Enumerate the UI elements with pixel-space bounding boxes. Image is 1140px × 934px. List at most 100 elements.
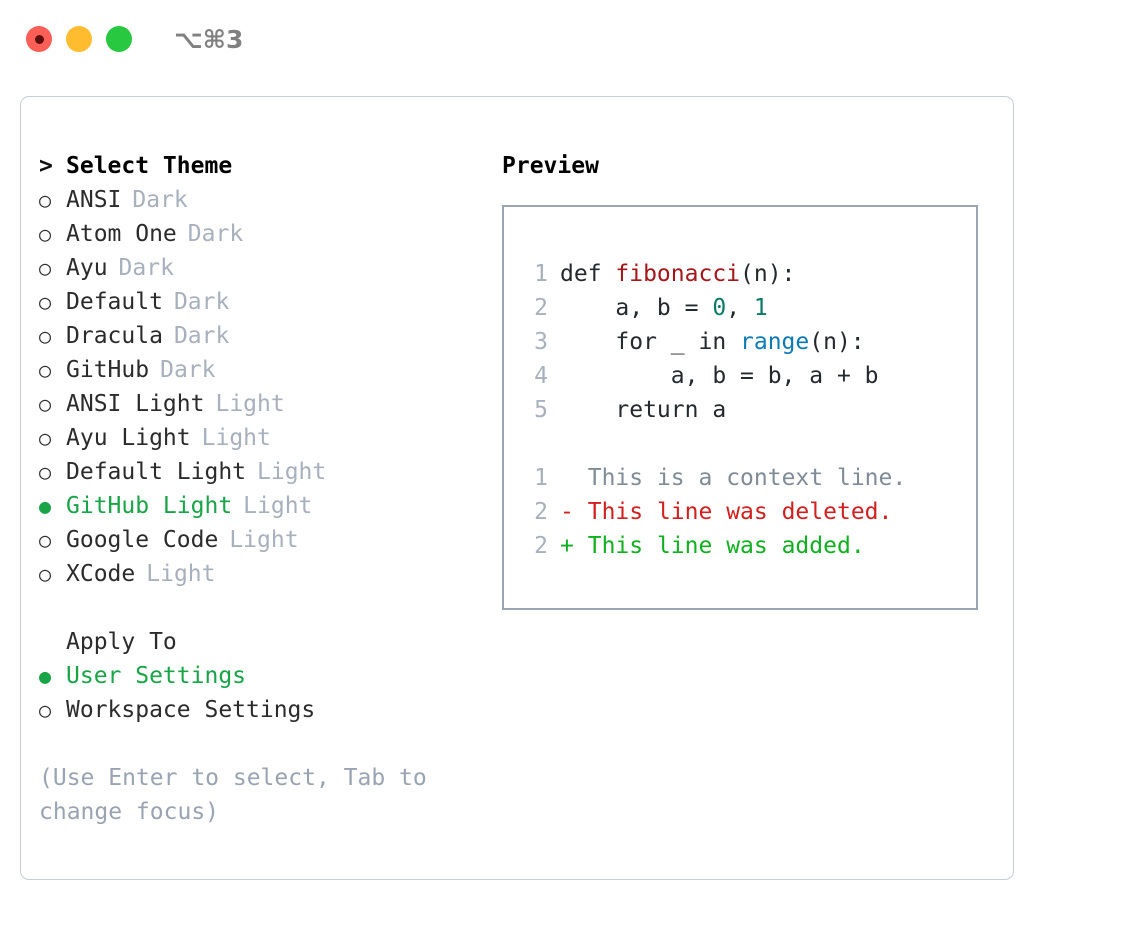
- radio-unselected-icon[interactable]: ○: [39, 392, 52, 416]
- theme-option-label: GitHub Light: [66, 493, 233, 519]
- code-line: 3 for _ in range(n):: [520, 325, 906, 359]
- theme-option-ansi-dark[interactable]: ○ ANSI Dark: [39, 183, 489, 217]
- diff-sign: -: [560, 499, 574, 525]
- theme-option-kind: Dark: [173, 289, 230, 315]
- line-number: 3: [534, 329, 548, 355]
- code-token-function: fibonacci: [615, 261, 741, 287]
- apply-to-header: Apply To: [39, 625, 489, 659]
- theme-option-kind: Light: [146, 561, 216, 587]
- code-token: ,: [726, 295, 754, 321]
- diff-text: [574, 529, 588, 563]
- theme-option-label: Google Code: [66, 527, 219, 553]
- code-line: 2 a, b = 0, 1: [520, 291, 906, 325]
- theme-option-kind: Dark: [173, 323, 230, 349]
- main-panel: > Select Theme ○ ANSI Dark ○ Atom One Da…: [20, 96, 1014, 880]
- code-token: a, b = b, a + b: [560, 363, 879, 389]
- line-number: 5: [534, 397, 548, 423]
- radio-unselected-icon[interactable]: ○: [39, 358, 52, 382]
- apply-option-label: User Settings: [66, 663, 247, 689]
- theme-selection-column: > Select Theme ○ ANSI Dark ○ Atom One Da…: [39, 149, 489, 829]
- apply-to-header-label: Apply To: [66, 629, 177, 655]
- diff-text: [574, 495, 588, 529]
- code-token: (n):: [740, 261, 796, 287]
- theme-option-kind: Light: [257, 459, 327, 485]
- theme-option-kind: Light: [201, 425, 271, 451]
- theme-option-kind: Light: [215, 391, 285, 417]
- theme-option-default-light[interactable]: ○ Default Light Light: [39, 455, 489, 489]
- theme-option-google-code[interactable]: ○ Google Code Light: [39, 523, 489, 557]
- theme-option-kind: Light: [243, 493, 313, 519]
- theme-option-github-dark[interactable]: ○ GitHub Dark: [39, 353, 489, 387]
- theme-option-label: ANSI: [66, 187, 122, 213]
- window-titlebar: ⌥⌘3: [0, 0, 1140, 78]
- code-line: 5 return a: [520, 393, 906, 427]
- theme-option-kind: Dark: [160, 357, 216, 383]
- theme-option-label: Ayu: [66, 255, 108, 281]
- code-token: for _ in: [560, 329, 741, 355]
- diff-sign: +: [560, 533, 574, 559]
- radio-selected-icon[interactable]: ●: [39, 664, 52, 688]
- diff-text: [574, 461, 588, 495]
- radio-unselected-icon[interactable]: ○: [39, 222, 52, 246]
- theme-option-label: Default: [66, 289, 163, 315]
- apply-option-user-settings[interactable]: ● User Settings: [39, 659, 489, 693]
- theme-option-ansi-light[interactable]: ○ ANSI Light Light: [39, 387, 489, 421]
- radio-unselected-icon[interactable]: ○: [39, 256, 52, 280]
- code-line: 4 a, b = b, a + b: [520, 359, 906, 393]
- code-token: def: [560, 261, 616, 287]
- code-token: (n):: [809, 329, 865, 355]
- caret-icon: >: [39, 153, 53, 179]
- radio-unselected-icon[interactable]: ○: [39, 188, 52, 212]
- apply-option-workspace-settings[interactable]: ○ Workspace Settings: [39, 693, 489, 727]
- minimize-window-button[interactable]: [66, 26, 92, 52]
- code-token-number: 0: [712, 295, 727, 321]
- theme-option-atom-one-dark[interactable]: ○ Atom One Dark: [39, 217, 489, 251]
- code-diff-separator: [520, 427, 906, 461]
- code-preview-area: 1 def fibonacci(n): 2 a, b = 0, 1 3 for …: [520, 257, 906, 563]
- theme-option-label: ANSI Light: [66, 391, 205, 417]
- code-line: 1 def fibonacci(n):: [520, 257, 906, 291]
- code-token: a, b =: [560, 295, 713, 321]
- line-number: 1: [534, 465, 548, 491]
- preview-column: Preview 1 def fibonacci(n): 2 a, b = 0, …: [502, 149, 992, 610]
- line-number: 2: [534, 295, 548, 321]
- theme-option-ayu-light[interactable]: ○ Ayu Light Light: [39, 421, 489, 455]
- select-theme-header-label: Select Theme: [66, 153, 233, 179]
- theme-option-xcode[interactable]: ○ XCode Light: [39, 557, 489, 591]
- diff-line-added: 2 + This line was added.: [520, 529, 906, 563]
- preview-box: 1 def fibonacci(n): 2 a, b = 0, 1 3 for …: [502, 205, 978, 610]
- radio-unselected-icon[interactable]: ○: [39, 562, 52, 586]
- theme-option-ayu-dark[interactable]: ○ Ayu Dark: [39, 251, 489, 285]
- theme-option-github-light[interactable]: ● GitHub Light Light: [39, 489, 489, 523]
- theme-option-kind: Light: [229, 527, 299, 553]
- line-number: 4: [534, 363, 548, 389]
- theme-option-default-dark[interactable]: ○ Default Dark: [39, 285, 489, 319]
- select-theme-header: > Select Theme: [39, 149, 489, 183]
- code-token: return a: [560, 397, 727, 423]
- theme-option-kind: Dark: [132, 187, 188, 213]
- radio-unselected-icon[interactable]: ○: [39, 290, 52, 314]
- line-number: 2: [534, 533, 548, 559]
- theme-option-label: XCode: [66, 561, 136, 587]
- theme-option-dracula-dark[interactable]: ○ Dracula Dark: [39, 319, 489, 353]
- keyboard-hint-text: (Use Enter to select, Tab to change focu…: [39, 765, 427, 825]
- theme-option-label: GitHub: [66, 357, 150, 383]
- radio-unselected-icon[interactable]: ○: [39, 528, 52, 552]
- traffic-light-group: [26, 26, 132, 52]
- theme-option-label: Ayu Light: [66, 425, 191, 451]
- radio-unselected-icon[interactable]: ○: [39, 460, 52, 484]
- preview-title: Preview: [502, 153, 599, 179]
- code-token-number: 1: [753, 295, 768, 321]
- diff-sign: [560, 461, 574, 495]
- maximize-window-button[interactable]: [106, 26, 132, 52]
- theme-option-label: Dracula: [66, 323, 163, 349]
- radio-unselected-icon[interactable]: ○: [39, 324, 52, 348]
- radio-selected-icon[interactable]: ●: [39, 494, 52, 518]
- diff-text: This is a context line.: [587, 465, 907, 491]
- radio-unselected-icon[interactable]: ○: [39, 698, 52, 722]
- theme-option-kind: Dark: [187, 221, 244, 247]
- diff-text: This line was added.: [587, 533, 865, 559]
- theme-option-label: Atom One: [66, 221, 177, 247]
- radio-unselected-icon[interactable]: ○: [39, 426, 52, 450]
- close-window-button[interactable]: [26, 26, 52, 52]
